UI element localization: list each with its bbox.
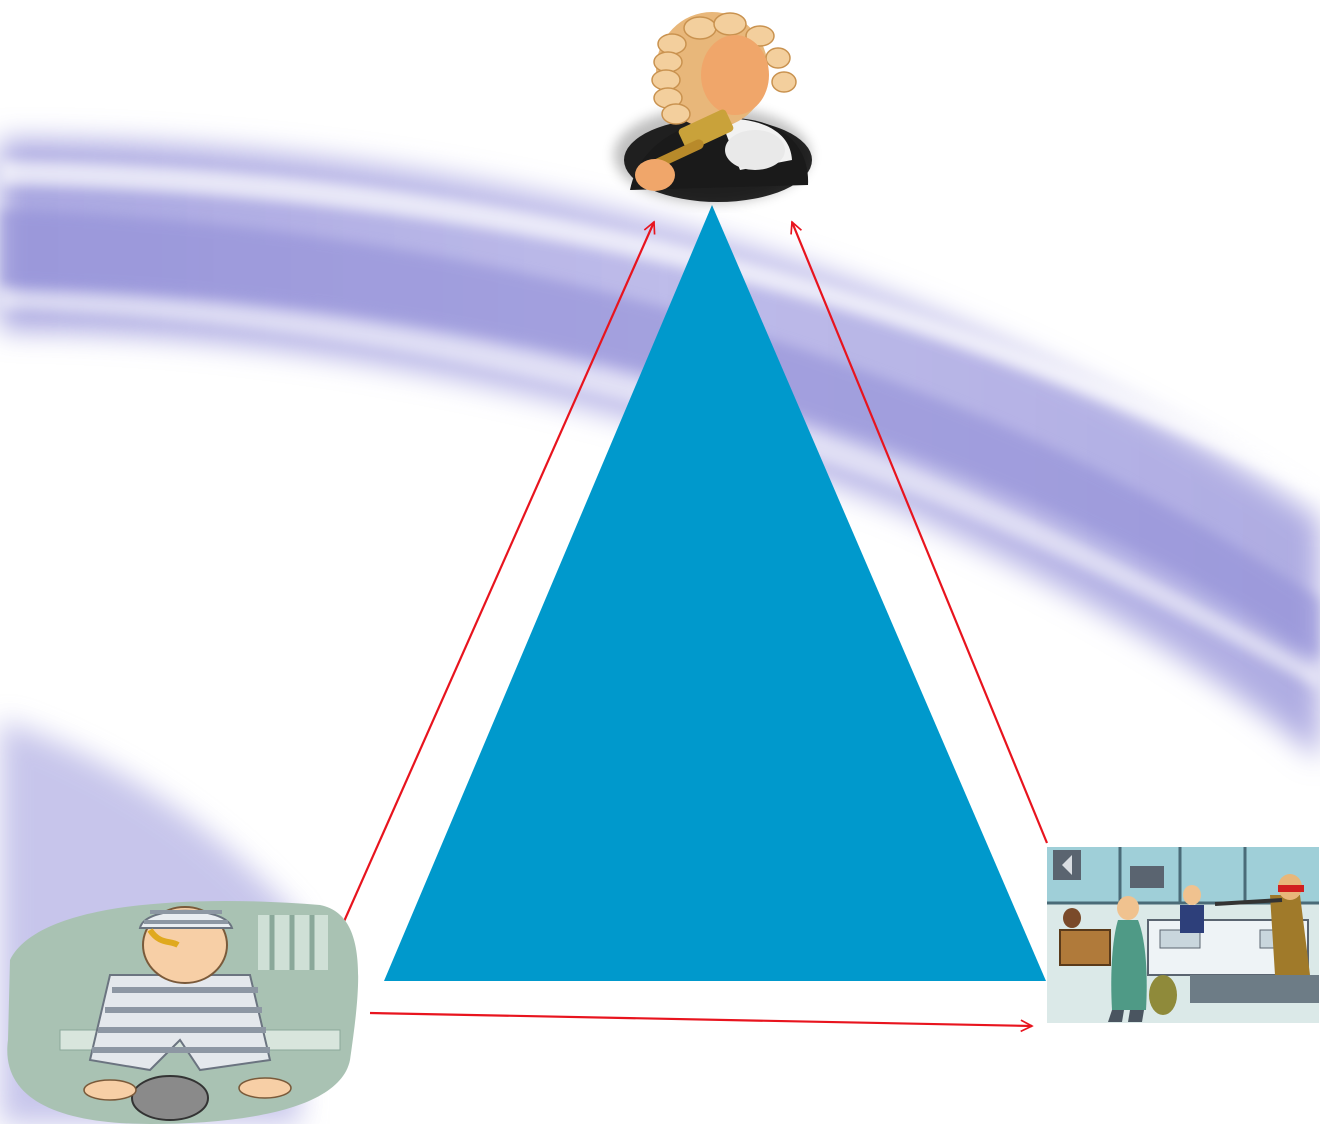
bank-robbery-icon: [1047, 847, 1319, 1023]
edges: [336, 222, 1049, 1026]
central-triangle: [384, 205, 1046, 981]
arrow-prisoner-to-robbery: [369, 1011, 1032, 1026]
judge-icon: [614, 12, 812, 203]
prisoner-icon: [7, 900, 359, 1124]
arrow-prisoner-to-judge: [336, 222, 654, 936]
arrow-robbery-to-judge: [792, 222, 1049, 844]
